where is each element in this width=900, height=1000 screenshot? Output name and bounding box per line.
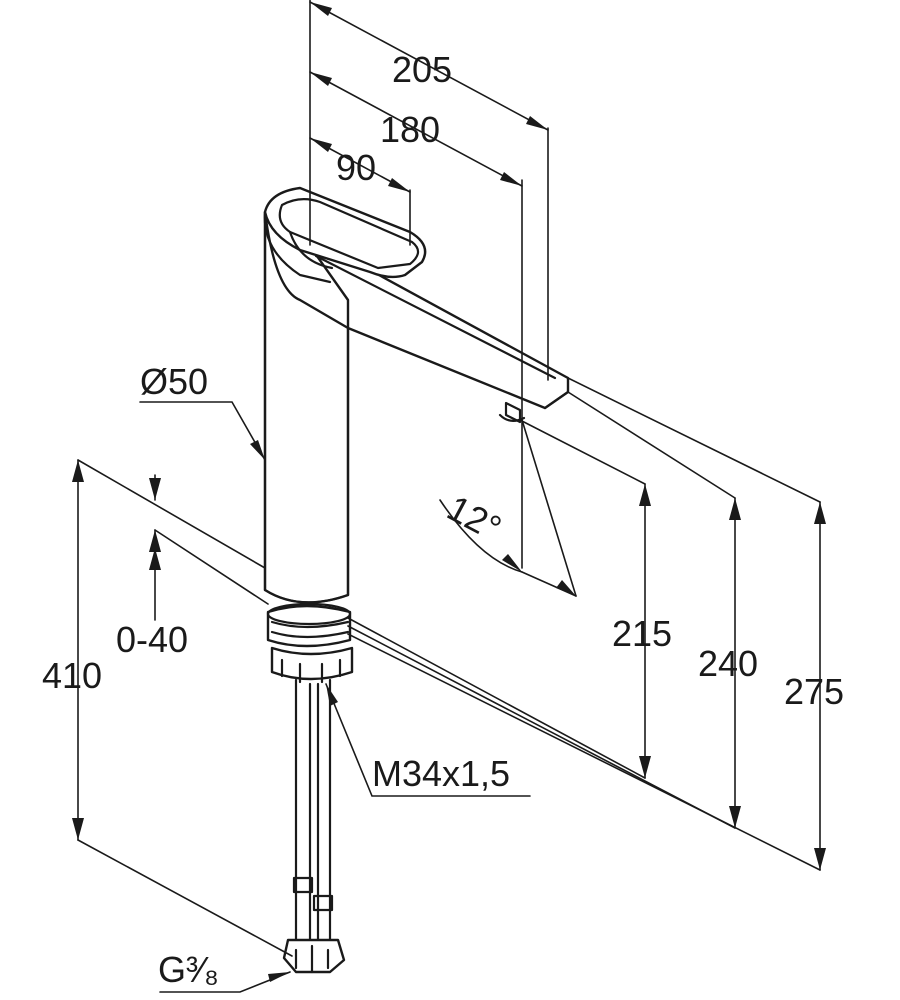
thread-2 xyxy=(270,630,350,639)
dimension-angle: 12° xyxy=(439,419,577,597)
dim-90-label: 90 xyxy=(336,147,376,188)
dimension-0-40: 0-40 xyxy=(116,474,269,660)
dim-240-label: 240 xyxy=(698,643,758,684)
dimension-connection: G³⁄₈ xyxy=(158,949,291,993)
base-ref-line-3 xyxy=(347,633,821,871)
faucet-icon xyxy=(263,186,570,974)
spout-tip-edge xyxy=(543,390,570,410)
hose-fitting xyxy=(282,938,346,974)
top-cap xyxy=(263,186,427,279)
column-bottom-curve xyxy=(263,588,350,604)
cap-side xyxy=(263,210,332,284)
lever-slot xyxy=(288,230,334,270)
nut-detail xyxy=(280,658,342,684)
base-ref-line-2 xyxy=(347,625,736,829)
dim-diameter-label: Ø50 xyxy=(140,361,208,402)
spout-top-edge xyxy=(314,254,557,380)
fitting-detail xyxy=(294,944,330,974)
dimension-205: 205 xyxy=(309,0,549,381)
dimension-410: 410 xyxy=(42,459,293,957)
hose-clip xyxy=(292,876,314,894)
thread-1 xyxy=(270,620,350,629)
dimension-90: 90 xyxy=(309,137,411,246)
dimension-240: 240 xyxy=(567,391,758,829)
nut xyxy=(270,646,354,681)
dim-connection-label: G³⁄₈ xyxy=(158,949,219,990)
dimension-275: 275 xyxy=(567,377,844,871)
dim-215-label: 215 xyxy=(612,613,672,654)
dimension-thread: M34x1,5 xyxy=(325,683,531,797)
dim-275-label: 275 xyxy=(784,671,844,712)
dim-thread-label: M34x1,5 xyxy=(372,753,510,794)
base-ref-line-1 xyxy=(347,617,646,779)
hose-clip-2 xyxy=(312,894,334,912)
dim-0-40-label: 0-40 xyxy=(116,619,188,660)
dimension-215: 215 xyxy=(519,419,672,779)
flange-top xyxy=(266,602,352,626)
spout-aerator xyxy=(504,401,522,424)
dim-angle-label: 12° xyxy=(441,487,508,549)
dim-410-label: 410 xyxy=(42,655,102,696)
dim-180-label: 180 xyxy=(380,109,440,150)
dimension-diameter: Ø50 xyxy=(139,361,266,461)
dimension-180: 180 xyxy=(309,71,523,569)
lever-top xyxy=(278,198,420,270)
dim-205-label: 205 xyxy=(392,49,452,90)
